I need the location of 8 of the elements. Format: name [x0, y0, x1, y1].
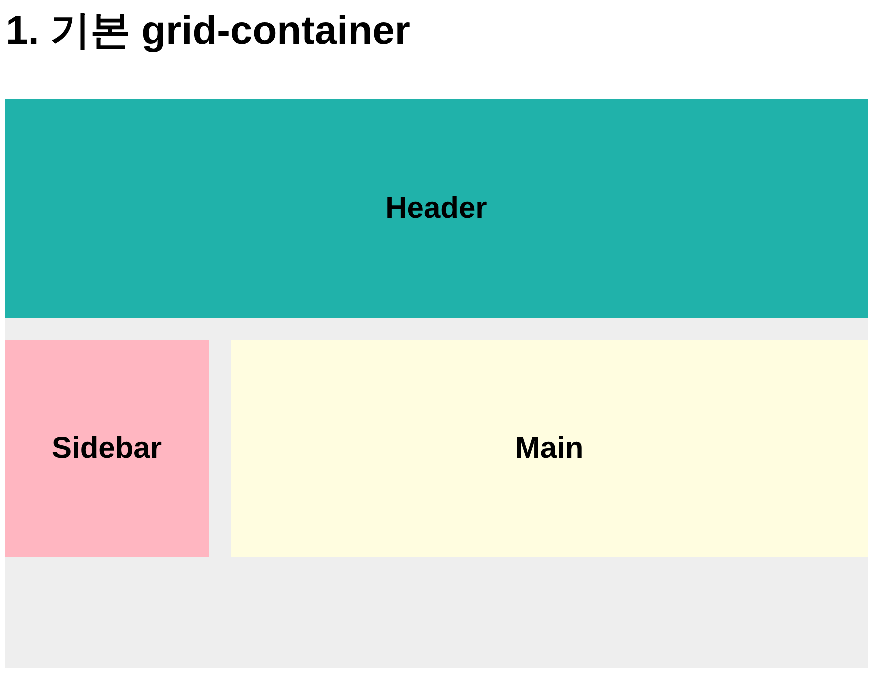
area-label: Sidebar — [52, 432, 162, 466]
area-label: Main — [515, 432, 584, 466]
sidebar-area — [5, 340, 209, 557]
grid-container — [5, 99, 868, 668]
area-label: Header — [386, 192, 488, 226]
main-area — [231, 340, 868, 557]
heading: 1. 기본 grid-container — [6, 8, 410, 55]
header-area — [5, 99, 868, 318]
